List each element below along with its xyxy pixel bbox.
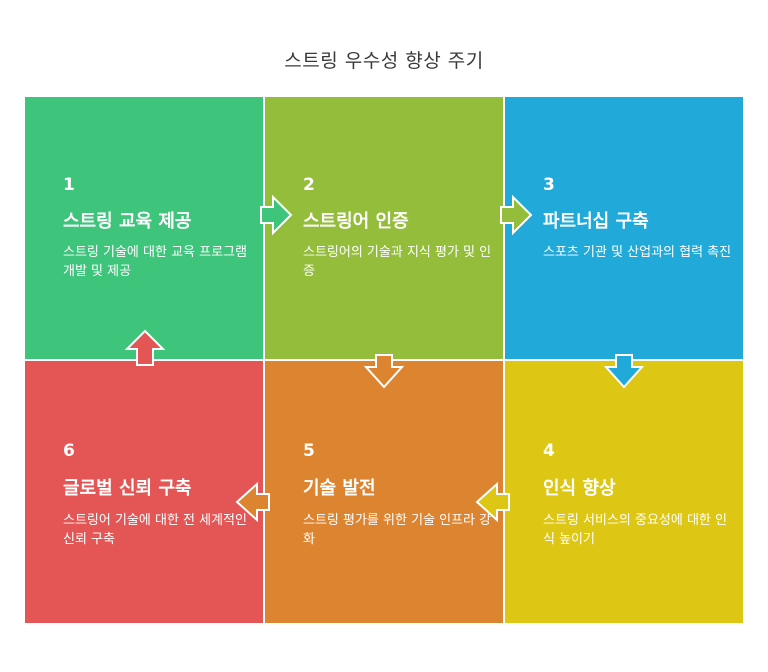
step-1-number: 1 (63, 175, 75, 195)
step-4-number: 4 (543, 441, 555, 461)
step-2-number: 2 (303, 175, 315, 195)
step-3-panel: 3 파트너십 구축 스포츠 기관 및 산업과의 협력 촉진 (505, 97, 743, 359)
step-2-panel: 2 스트링어 인증 스트링어의 기술과 지식 평가 및 인증 (265, 97, 503, 359)
step-5-panel: 5 기술 발전 스트링 평가를 위한 기술 인프라 강화 (265, 361, 503, 623)
arrow-left-icon (235, 481, 270, 523)
step-1-description: 스트링 기술에 대한 교육 프로그램 개발 및 제공 (63, 245, 247, 279)
step-3-heading: 파트너십 구축 (543, 211, 649, 232)
step-4-heading: 인식 향상 (543, 478, 616, 499)
arrow-right-icon (500, 194, 533, 236)
step-6-heading: 글로벌 신뢰 구축 (63, 478, 192, 499)
step-3-description: 스포츠 기관 및 산업과의 협력 촉진 (543, 245, 732, 260)
arrow-up-icon (124, 329, 166, 366)
step-5-description: 스트링 평가를 위한 기술 인프라 강화 (303, 513, 492, 547)
step-6-panel: 6 글로벌 신뢰 구축 스트링어 기술에 대한 전 세계적인 신뢰 구축 (25, 361, 263, 623)
step-6-number: 6 (63, 441, 75, 461)
step-1-panel: 1 스트링 교육 제공 스트링 기술에 대한 교육 프로그램 개발 및 제공 (25, 97, 263, 359)
step-6-description: 스트링어 기술에 대한 전 세계적인 신뢰 구축 (63, 513, 247, 547)
arrow-down-icon (603, 354, 645, 389)
step-5-number: 5 (303, 441, 315, 461)
step-4-panel: 4 인식 향상 스트링 서비스의 중요성에 대한 인식 높이기 (505, 361, 743, 623)
arrow-right-icon (260, 194, 293, 236)
step-2-description: 스트링어의 기술과 지식 평가 및 인증 (303, 245, 492, 279)
diagram-title: 스트링 우수성 향상 주기 (284, 50, 484, 72)
step-3-number: 3 (543, 175, 555, 195)
step-5-heading: 기술 발전 (303, 478, 376, 499)
step-2-heading: 스트링어 인증 (303, 211, 409, 232)
arrow-down-icon (363, 354, 405, 389)
step-4-description: 스트링 서비스의 중요성에 대한 인식 높이기 (543, 513, 727, 547)
step-1-heading: 스트링 교육 제공 (63, 211, 192, 232)
arrow-left-icon (475, 481, 510, 523)
